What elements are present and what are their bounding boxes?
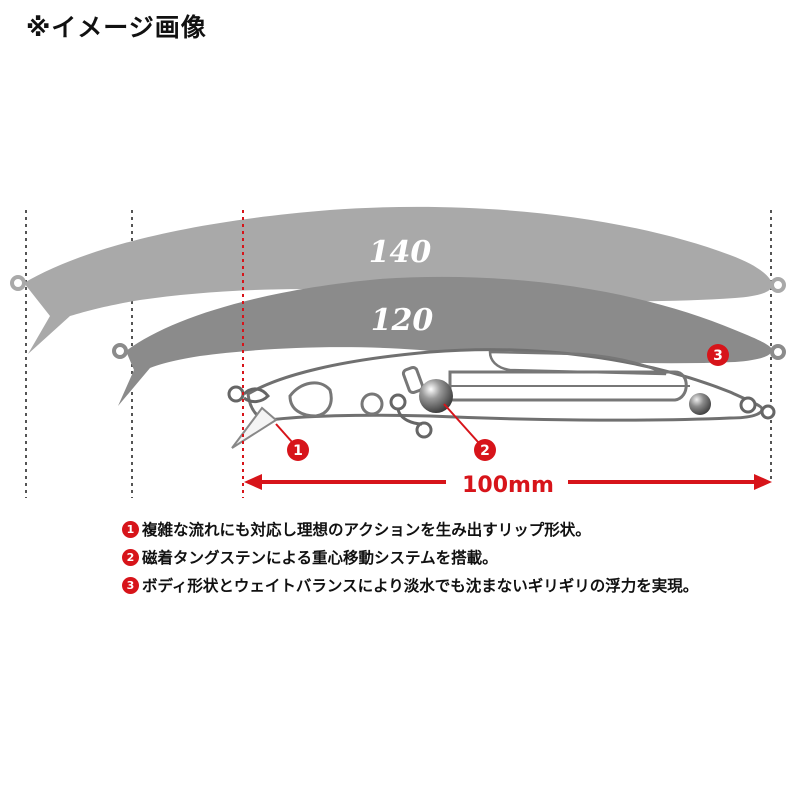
feature-item-3: 3 ボディ形状とウェイトバランスにより淡水でも沈まないギリギリの浮力を実現。 [122,572,698,598]
callout-leader-2 [443,403,479,443]
callout-leader-1 [275,423,293,443]
feature-list: 1 複雑な流れにも対応し理想のアクションを生み出すリップ形状。 2 磁着タングス… [122,516,698,600]
dimension-arrow [244,474,772,490]
feature-number-2: 2 [122,548,139,566]
feature-text-2: 磁着タングステンによる重心移動システムを搭載。 [142,549,498,567]
feature-number-1: 1 [122,520,139,538]
size-label-140: 140 [369,235,432,270]
lure-100-cutaway [227,348,776,449]
size-label-120: 120 [371,303,434,338]
feature-text-1: 複雑な流れにも対応し理想のアクションを生み出すリップ形状。 [142,521,591,539]
feature-number-3: 3 [122,576,139,594]
svg-text:1: 1 [293,443,303,459]
lure-120-silhouette [112,276,786,406]
callout-badge-1: 1 [287,439,309,461]
svg-text:3: 3 [713,348,723,364]
callout-badge-3: 3 [707,344,729,366]
callout-badge-2: 2 [474,439,496,461]
svg-text:2: 2 [480,443,490,459]
feature-item-1: 1 複雑な流れにも対応し理想のアクションを生み出すリップ形状。 [122,516,698,542]
feature-text-3: ボディ形状とウェイトバランスにより淡水でも沈まないギリギリの浮力を実現。 [142,577,699,595]
feature-item-2: 2 磁着タングステンによる重心移動システムを搭載。 [122,544,698,570]
rear-weight [689,393,711,415]
dimension-label: 100mm [462,473,554,498]
header-note: ※イメージ画像 [26,13,207,42]
